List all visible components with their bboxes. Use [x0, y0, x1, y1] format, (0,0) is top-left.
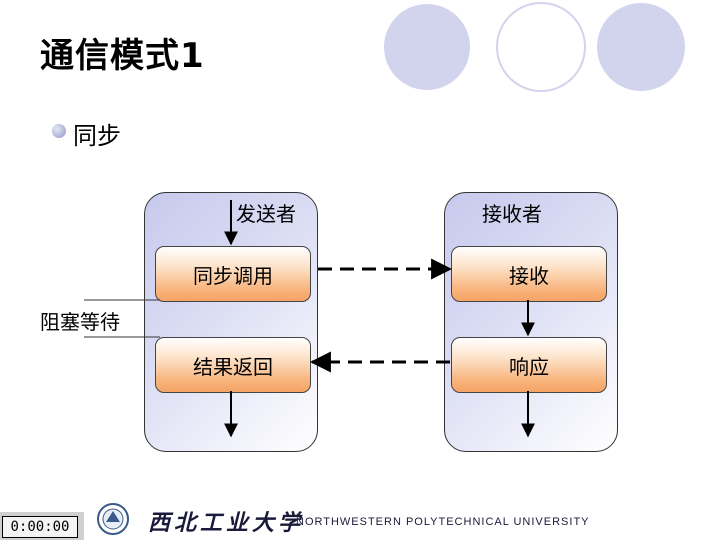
receiver-label: 接收者 — [482, 202, 542, 226]
sync-call-box: 同步调用 — [155, 246, 311, 302]
decorative-circles — [384, 2, 685, 92]
bullet-text: 同步 — [73, 122, 121, 150]
university-name-cn: 西北工业大学 — [148, 510, 305, 536]
sender-label: 发送者 — [236, 202, 296, 226]
decor-circle — [597, 3, 685, 91]
result-return-box: 结果返回 — [155, 337, 311, 393]
blocking-wait-label: 阻塞等待 — [40, 310, 120, 334]
university-name-en: NORTHWESTERN POLYTECHNICAL UNIVERSITY — [296, 516, 590, 528]
slide-timer: 0:00:00 — [2, 516, 78, 538]
university-seal-icon — [97, 503, 129, 535]
bullet-icon — [52, 124, 66, 138]
slide-title: 通信模式1 — [40, 36, 205, 76]
receiver-panel — [444, 192, 618, 452]
decor-circle — [384, 4, 470, 90]
decor-circle — [496, 2, 586, 92]
receive-box: 接收 — [451, 246, 607, 302]
respond-box: 响应 — [451, 337, 607, 393]
